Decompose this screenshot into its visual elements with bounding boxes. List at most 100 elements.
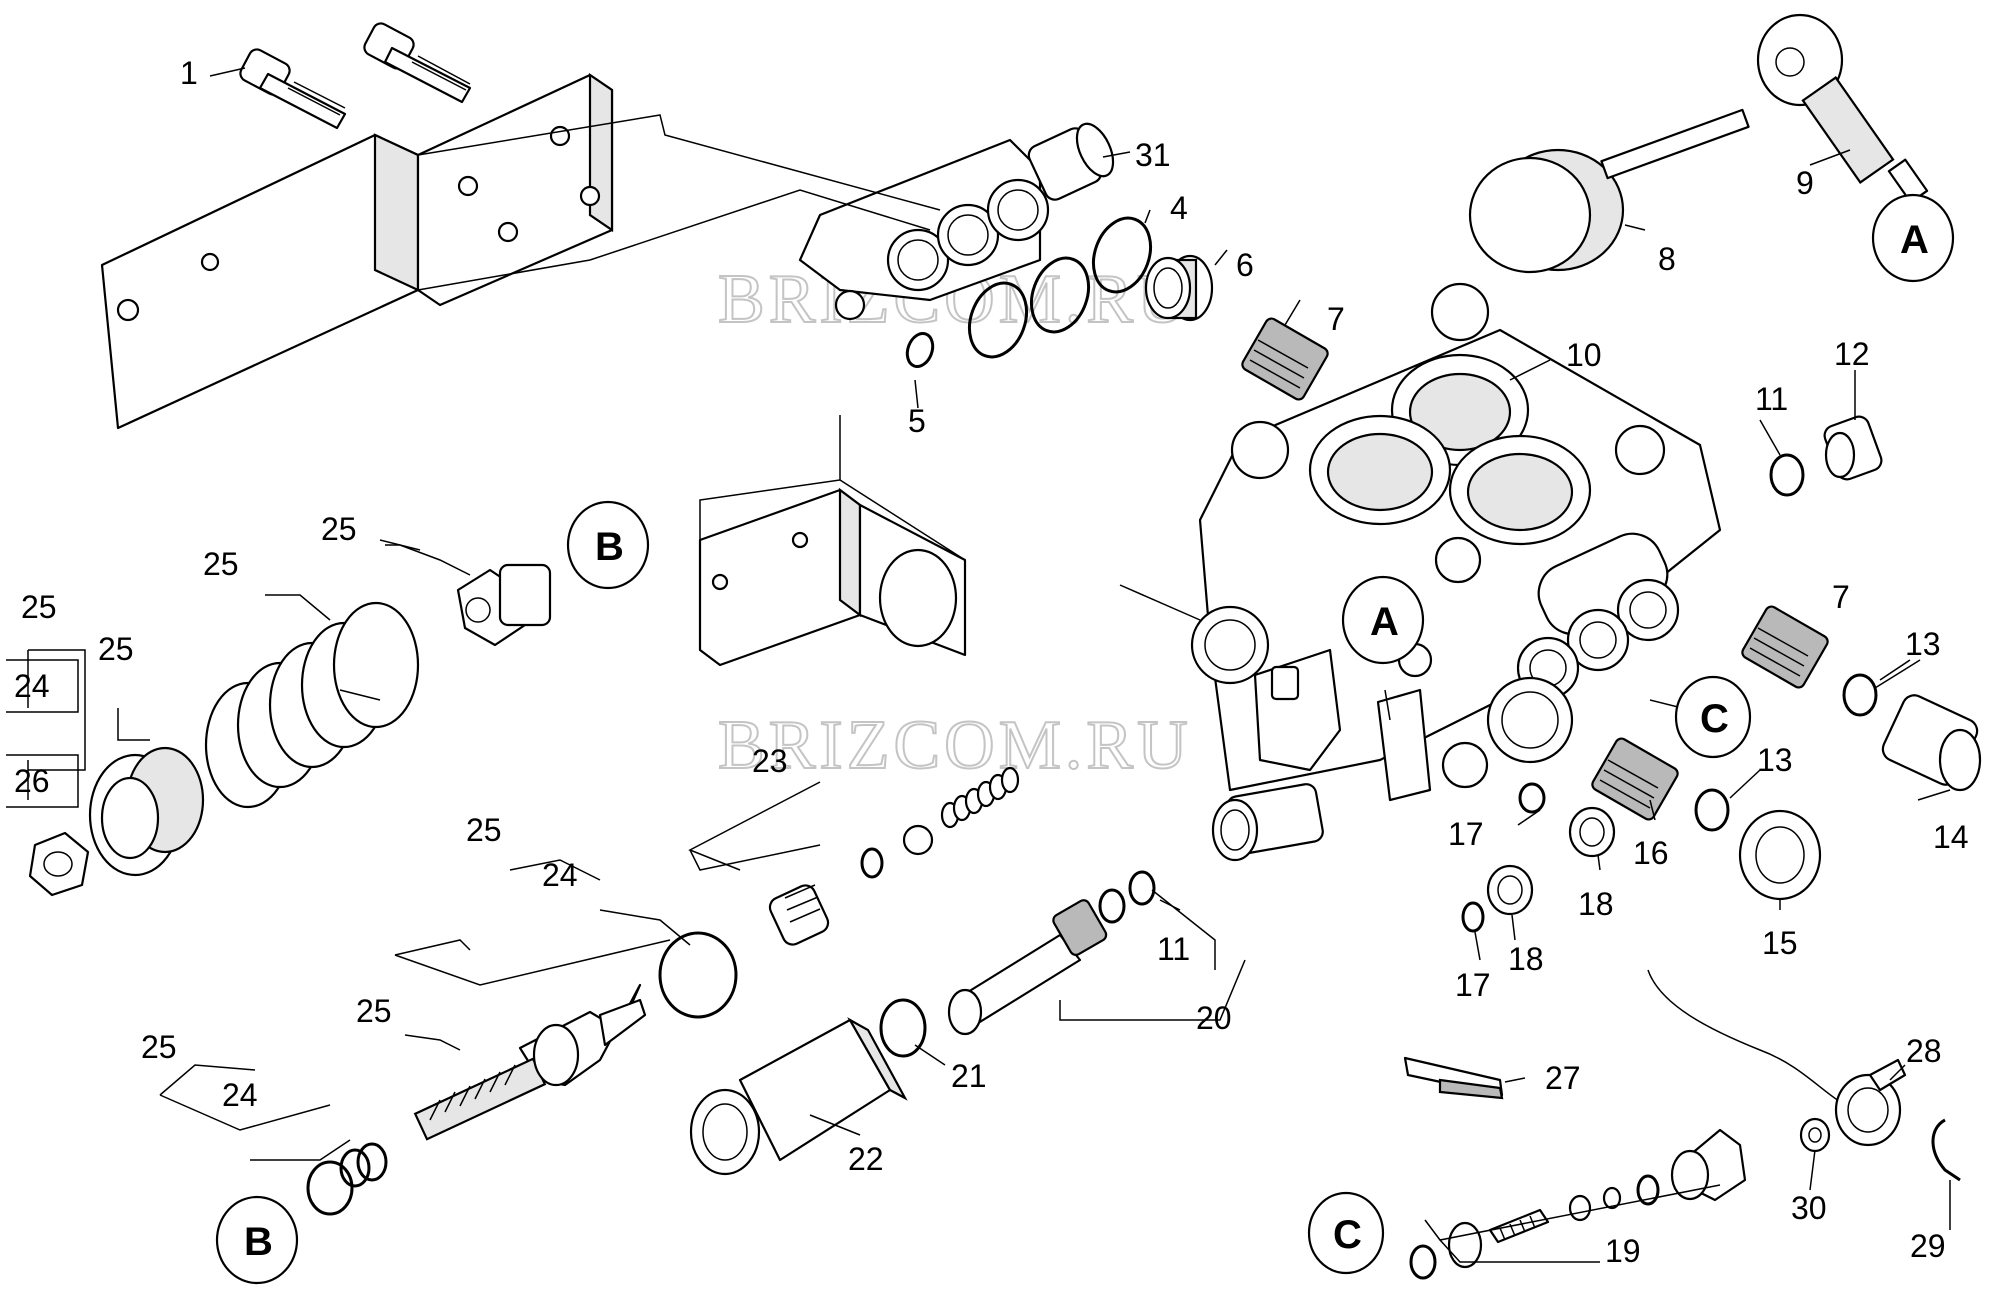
o-ring-11-lower-b <box>1128 870 1156 906</box>
valve-body-b <box>456 563 552 647</box>
callout-25-top: 25 <box>321 511 357 547</box>
ref-letter-c-housing: C <box>1700 697 1729 741</box>
callout-22: 22 <box>848 1141 884 1177</box>
bolt-upper <box>363 22 472 104</box>
callout-17-upper: 17 <box>1448 816 1484 852</box>
callout-6: 6 <box>1236 247 1254 283</box>
ring-24 <box>658 931 738 1019</box>
small-bracket <box>698 487 967 667</box>
callout-13-upper: 13 <box>1905 626 1941 662</box>
o-ring-small <box>860 847 884 879</box>
mounting-bracket <box>100 72 614 430</box>
leader-lines <box>27 67 1951 1263</box>
callout-25-washer: 25 <box>98 631 134 667</box>
callout-25-left: 25 <box>21 589 57 625</box>
nut-26 <box>28 831 90 897</box>
lever-9 <box>1756 13 1929 204</box>
valve-seat-small <box>768 884 830 946</box>
callout-10: 10 <box>1566 337 1602 373</box>
o-ring-17-upper <box>1518 782 1546 814</box>
callout-7-upper: 7 <box>1327 301 1345 337</box>
o-ring-17-lower <box>1461 901 1485 933</box>
callout-numbers: 1 31 4 6 7 5 8 9 10 11 12 7 13 14 13 16 … <box>14 55 1969 1269</box>
plug-15 <box>1738 809 1822 901</box>
callout-19: 19 <box>1605 1233 1641 1269</box>
o-ring-5 <box>905 332 935 368</box>
callout-9: 9 <box>1796 165 1814 201</box>
o-ring-11-lower-a <box>1098 888 1126 924</box>
o-ring-lower-left-c <box>339 1148 371 1188</box>
callout-5: 5 <box>908 403 926 439</box>
ref-circle-a-housing: A <box>1341 575 1425 665</box>
plug-14 <box>1881 694 1982 792</box>
callout-21: 21 <box>951 1058 987 1094</box>
callout-1: 1 <box>180 55 198 91</box>
valve-7-right <box>1741 605 1829 689</box>
ball <box>902 824 934 856</box>
o-ring-13-upper <box>1842 673 1878 717</box>
hose-28 <box>1647 969 1846 1106</box>
callout-15: 15 <box>1762 925 1798 961</box>
fitting-28 <box>1834 1058 1907 1147</box>
knob-8 <box>1468 108 1750 274</box>
callout-18-lower: 18 <box>1508 941 1544 977</box>
callout-brackets-left <box>6 659 79 808</box>
valve-16 <box>1591 737 1679 821</box>
piston-25 <box>413 983 647 1141</box>
plug-18-upper <box>1568 806 1616 858</box>
callout-25-spring: 25 <box>203 546 239 582</box>
washer-30 <box>1799 1117 1831 1153</box>
valve-head-cover <box>798 122 1115 321</box>
callout-25-bottom: 25 <box>141 1029 177 1065</box>
ref-letter-a-top: A <box>1900 218 1929 262</box>
callout-26: 26 <box>14 763 50 799</box>
o-ring-lower-left-a <box>306 1160 354 1216</box>
ref-circle-c-housing: C <box>1674 675 1752 759</box>
ref-circle-a-top: A <box>1871 193 1955 283</box>
callout-25-middle: 25 <box>466 812 502 848</box>
callout-7-right: 7 <box>1832 579 1850 615</box>
piston-20 <box>947 899 1108 1036</box>
o-ring-21 <box>879 998 927 1058</box>
o-ring-b <box>967 281 1029 359</box>
callout-29: 29 <box>1910 1228 1946 1264</box>
spring-23 <box>940 766 1020 829</box>
ref-letter-b-lower: B <box>244 1220 273 1264</box>
plug-18-lower <box>1486 864 1534 916</box>
callout-13-lower: 13 <box>1757 742 1793 778</box>
callout-14: 14 <box>1933 819 1969 855</box>
callout-4: 4 <box>1170 190 1188 226</box>
pump-housing <box>1190 282 1722 862</box>
callout-20: 20 <box>1196 1000 1232 1036</box>
o-ring-11-upper <box>1769 453 1805 497</box>
callout-27: 27 <box>1545 1060 1581 1096</box>
o-ring-lower-left-b <box>356 1142 388 1182</box>
o-ring-13-lower <box>1694 788 1730 832</box>
valve-seat-6 <box>1144 254 1214 322</box>
o-ring-4 <box>1091 216 1153 294</box>
callout-23: 23 <box>752 743 788 779</box>
callout-17-lower: 17 <box>1455 967 1491 1003</box>
spring-cup-washer <box>88 746 205 877</box>
callout-24-bottom: 24 <box>222 1077 258 1113</box>
connector-22 <box>689 1017 908 1176</box>
callout-12: 12 <box>1834 336 1870 372</box>
callout-30: 30 <box>1791 1190 1827 1226</box>
bolt-lower <box>239 48 347 130</box>
callout-24-left: 24 <box>14 668 50 704</box>
callout-11-upper: 11 <box>1755 381 1788 417</box>
ref-letter-b-upper: B <box>595 525 624 569</box>
clip-27 <box>1403 1056 1504 1100</box>
callout-18-upper: 18 <box>1578 886 1614 922</box>
clip-29 <box>1931 1118 1961 1182</box>
plug-12 <box>1823 415 1883 481</box>
callout-28: 28 <box>1906 1033 1942 1069</box>
ref-letter-a-housing: A <box>1370 600 1399 644</box>
ref-circle-b-upper: B <box>566 500 650 590</box>
spring-25 <box>204 601 420 809</box>
callout-11-lower: 11 <box>1157 931 1190 967</box>
ref-letter-c-lower: C <box>1333 1213 1362 1257</box>
ref-circle-b-lower: B <box>215 1195 299 1285</box>
ref-circle-c-lower: C <box>1307 1191 1385 1275</box>
